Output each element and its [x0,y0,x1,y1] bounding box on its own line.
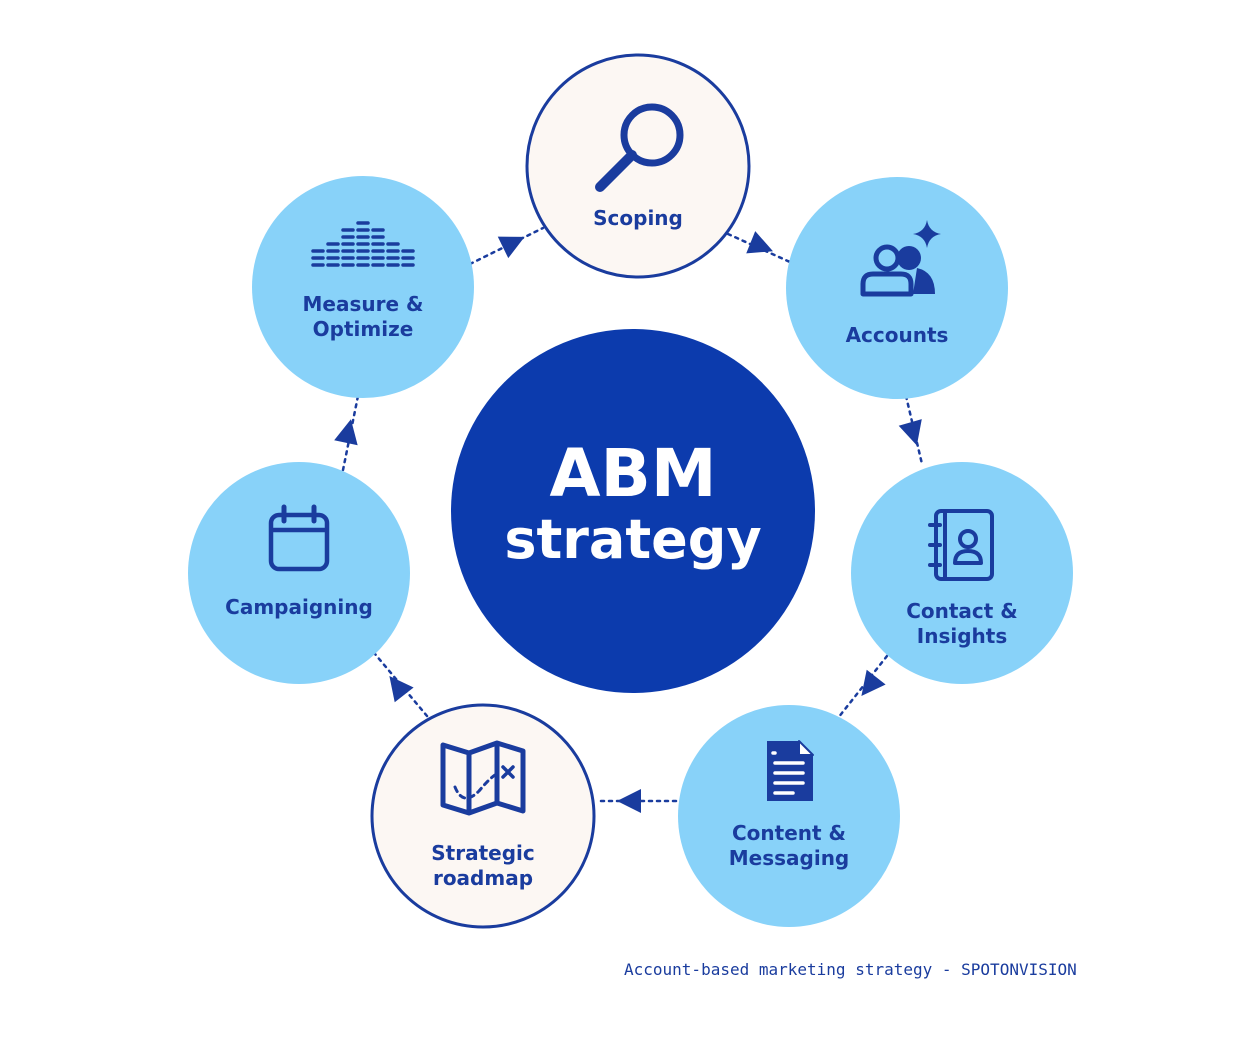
node-circle [252,176,474,398]
node-measure: Measure &Optimize [252,176,474,398]
calendar-icon [268,504,330,572]
node-label: Scoping [593,206,683,230]
node-label: Accounts [846,323,949,347]
search-icon [595,103,684,192]
caption-text: Account-based marketing strategy [624,960,933,979]
caption: Account-based marketing strategySPOTONVI… [624,960,1077,979]
connector-arrow [836,654,889,720]
equalizer-icon [311,221,415,267]
document-icon [767,740,814,801]
connector-arrow [726,231,792,264]
node-circle [525,53,751,279]
connector-arrow [898,394,924,466]
users-sparkle-icon [860,220,941,297]
node-label: Strategic [431,841,534,865]
contact-book-icon [928,509,994,581]
node-label: Optimize [313,317,414,341]
node-campaigning: Campaigning [188,462,410,684]
center-subtitle: strategy [504,508,761,571]
connector-arrow [595,789,678,813]
connector-arrow [468,226,545,266]
connector-arrow [373,652,429,718]
node-content: Content &Messaging [678,705,900,927]
node-circle [188,462,410,684]
node-label: Insights [917,624,1007,648]
node-label: Contact & [906,599,1018,623]
connectors [334,226,924,813]
caption-brand: SPOTONVISION [932,960,1077,979]
node-circle [370,703,596,929]
map-icon [440,740,526,816]
node-label: Campaigning [225,595,373,619]
node-contact: Contact &Insights [851,462,1073,684]
node-accounts: Accounts [786,177,1008,399]
node-label: Messaging [729,846,850,870]
center-title: ABM [549,435,716,512]
node-circle [851,462,1073,684]
node-label: roadmap [433,866,533,890]
center-circle [451,329,815,693]
node-scoping: Scoping [525,53,751,279]
node-circle [786,177,1008,399]
node-label: Content & [732,821,846,845]
node-label: Measure & [303,292,424,316]
node-circle [678,705,900,927]
connector-arrow [334,394,360,472]
